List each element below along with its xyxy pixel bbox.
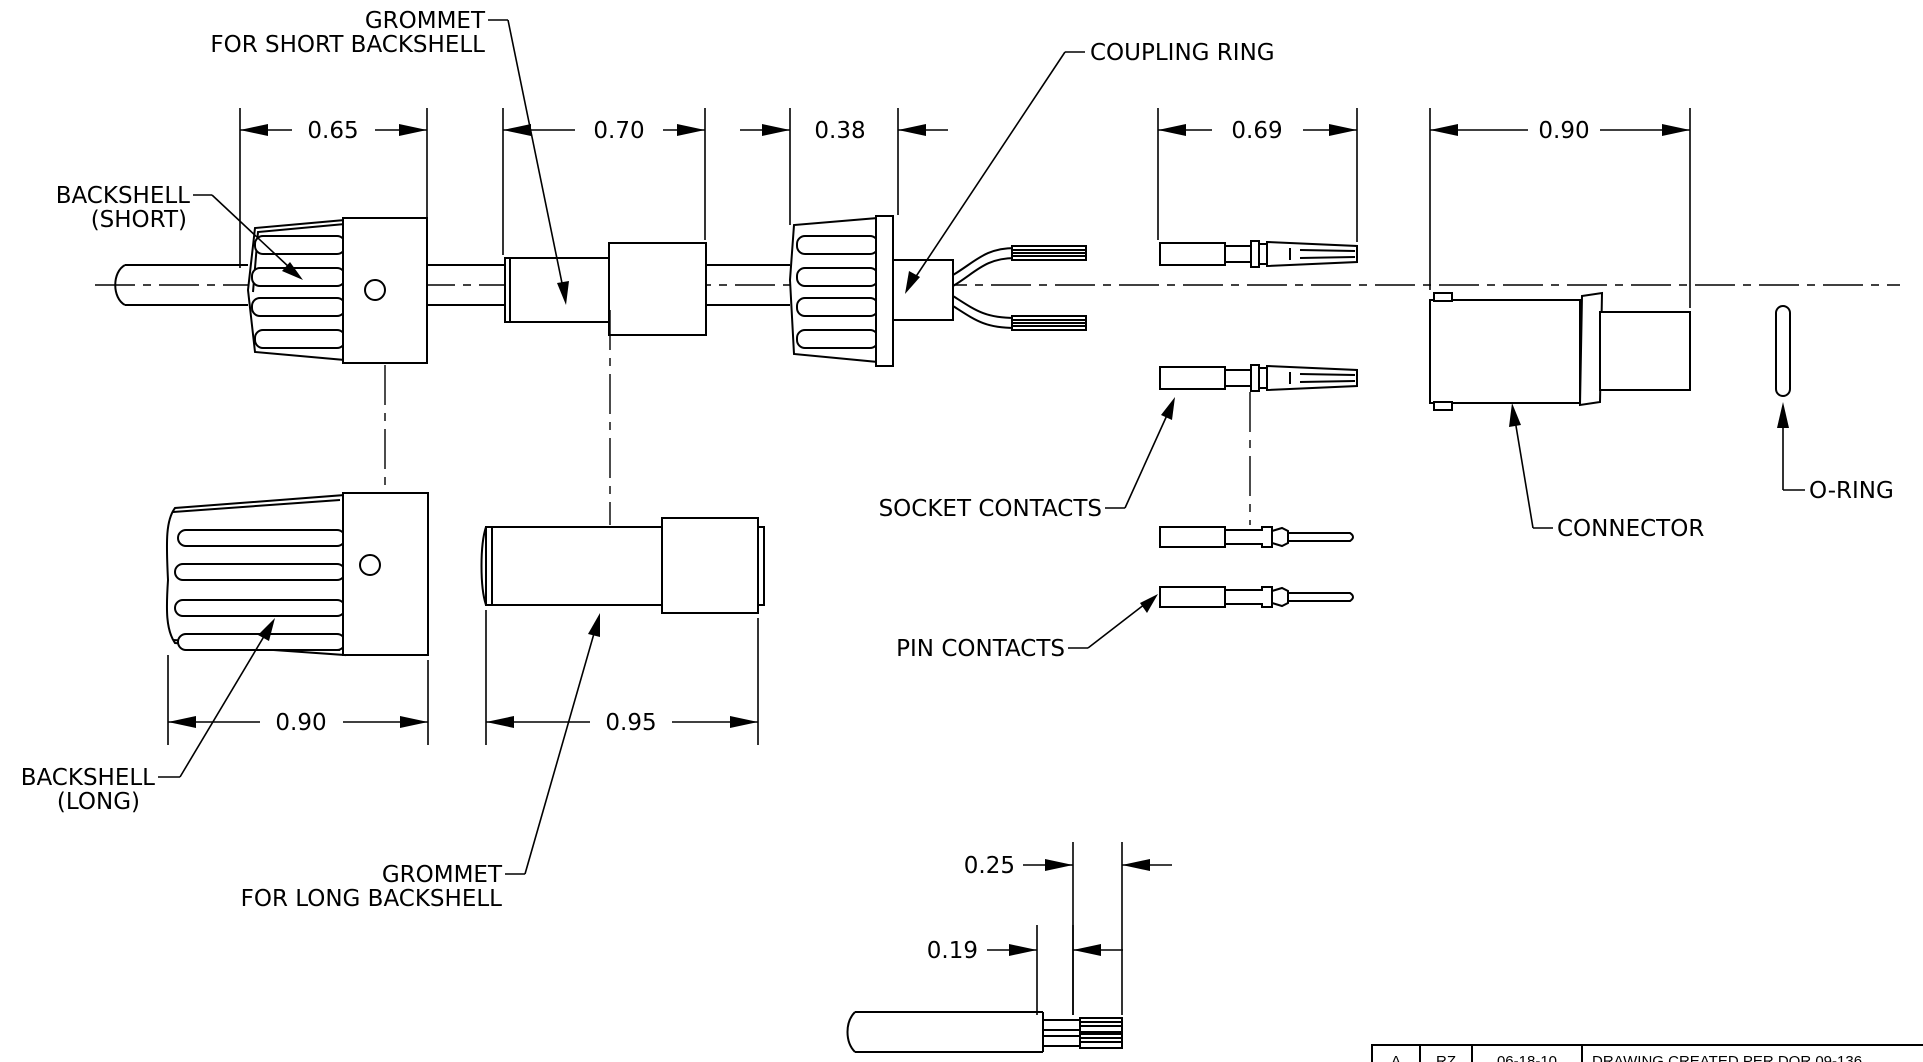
label-grommet-short-line1: GROMMET <box>365 8 486 34</box>
dim-socket-contacts: 0.69 <box>1231 118 1282 144</box>
label-grommet-long-line1: GROMMET <box>382 862 503 888</box>
label-backshell-short-line1: BACKSHELL <box>56 183 190 209</box>
dim-strip-outer: 0.25 <box>964 853 1015 879</box>
revision-block: A RZ 06-18-10 DRAWING CREATED PER DOR 09… <box>1371 1044 1923 1062</box>
dim-connector: 0.90 <box>1538 118 1589 144</box>
pin-contact-upper <box>1159 526 1354 548</box>
label-backshell-short-line2: (SHORT) <box>91 207 187 233</box>
leader-lines <box>158 19 1805 875</box>
label-socket-contacts: SOCKET CONTACTS <box>879 496 1102 522</box>
backshell-long <box>165 492 429 657</box>
label-backshell-long-line1: BACKSHELL <box>21 765 155 791</box>
projection-lines <box>384 310 1251 525</box>
grommet-short <box>504 242 707 336</box>
label-grommet-long-line2: FOR LONG BACKSHELL <box>241 886 503 912</box>
pin-contacts <box>1159 526 1354 608</box>
label-connector: CONNECTOR <box>1557 516 1704 542</box>
pin-contact-lower <box>1159 586 1354 608</box>
label-pin-contacts: PIN CONTACTS <box>896 636 1065 662</box>
backshell-short <box>246 217 428 364</box>
socket-contact-lower <box>1159 364 1358 392</box>
dimension-values: 0.65 0.70 0.38 0.69 0.90 0.90 0.95 0.25 … <box>275 118 1589 964</box>
dimension-lines <box>167 108 1691 1015</box>
rev-description: DRAWING CREATED PER DOR 09-136 <box>1592 1053 1862 1062</box>
dim-grommet-short: 0.70 <box>593 118 644 144</box>
rev-by: RZ <box>1436 1053 1456 1062</box>
label-backshell-long-line2: (LONG) <box>57 789 140 815</box>
rev-date: 06-18-10 <box>1497 1053 1557 1062</box>
cable-end-detail <box>846 1011 1123 1053</box>
stripped-wires <box>952 245 1087 331</box>
o-ring <box>1775 305 1791 397</box>
dim-grommet-long: 0.95 <box>605 710 656 736</box>
dim-strip-inner: 0.19 <box>927 938 978 964</box>
part-labels: GROMMET FOR SHORT BACKSHELL BACKSHELL (S… <box>21 8 1894 912</box>
label-o-ring: O-RING <box>1809 478 1894 504</box>
socket-contacts <box>1159 240 1358 392</box>
coupling-ring <box>788 215 954 367</box>
dim-coupling-ring: 0.38 <box>814 118 865 144</box>
grommet-long <box>480 517 765 614</box>
connector <box>1429 291 1691 411</box>
label-coupling-ring: COUPLING RING <box>1090 40 1275 66</box>
dim-backshell-short: 0.65 <box>307 118 358 144</box>
dim-backshell-long: 0.90 <box>275 710 326 736</box>
rev-letter: A <box>1391 1053 1401 1062</box>
label-grommet-short-line2: FOR SHORT BACKSHELL <box>210 32 485 58</box>
socket-contact-upper <box>1159 240 1358 268</box>
